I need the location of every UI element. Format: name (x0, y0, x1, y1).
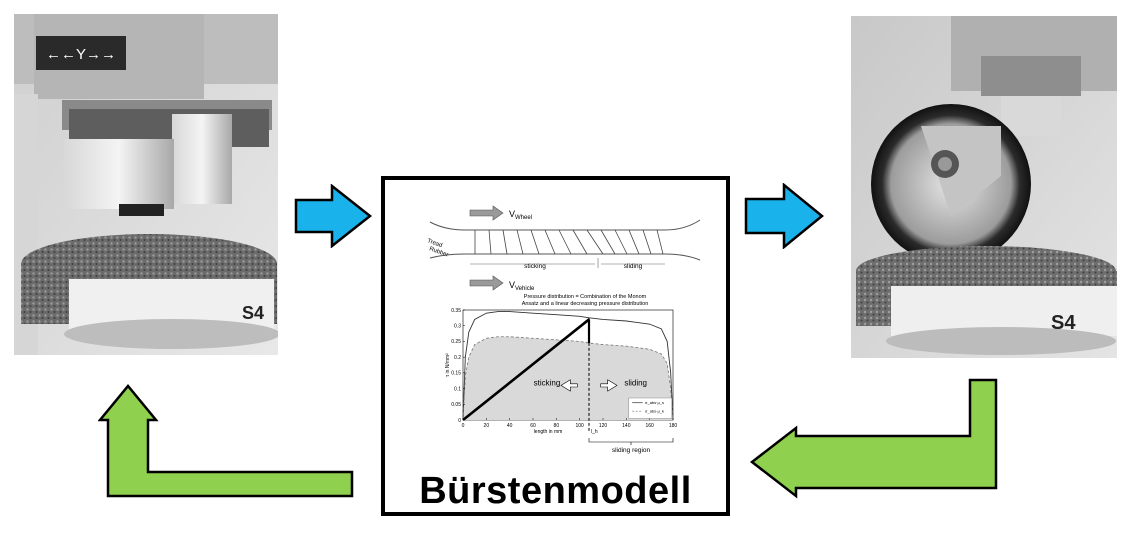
v-vehicle-sub: Vehicle (515, 286, 535, 292)
legend-label-0: σ_abs·μ_s (645, 400, 664, 405)
y-tick-label: 0.05 (451, 402, 461, 408)
v-wheel-arrow (469, 205, 504, 221)
x-tick-label: 100 (575, 423, 584, 429)
schematic-sliding-label: sliding (624, 263, 643, 270)
y-tick-label: 0 (458, 418, 461, 424)
y-tick-label: 0.35 (451, 308, 461, 314)
pressure-distribution-chart: length in mm τ in N/mm² l_h 0 20 40 60 80 100 12… (445, 308, 678, 454)
sliding-arrow-icon (600, 379, 618, 392)
v-vehicle-label: V (509, 280, 515, 290)
v-wheel-sub: Wheel (515, 215, 532, 221)
x-tick-label: 180 (669, 423, 678, 429)
tread-schematic: VWheel Tread Rubber sticking sliding VVe… (426, 205, 701, 292)
x-tick-label: 80 (554, 423, 560, 429)
bristle-lines (474, 229, 664, 255)
test-rig-flat-specimen-image: ←←Y→→ S4 (14, 14, 278, 355)
green-arrow-center-to-left (98, 384, 354, 498)
series-line-0 (462, 311, 674, 421)
schematic-sticking-label: sticking (524, 263, 546, 270)
shaded-region (463, 336, 673, 420)
chart-title-line1: Pressure distribution = Combination of t… (523, 294, 647, 300)
series-line-1 (462, 336, 674, 421)
x-tick-label: 140 (622, 423, 631, 429)
legend-label-1: σ_abs·μ_k (645, 409, 664, 414)
y-tick-label: 0.3 (454, 324, 461, 330)
brush-model-panel: VWheel Tread Rubber sticking sliding VVe… (381, 176, 730, 516)
y-tick-label: 0.2 (454, 355, 461, 361)
legend-box (628, 397, 673, 419)
left-photo-test-rig: ←←Y→→ S4 (14, 14, 278, 355)
display-label: ←←Y→→ (46, 46, 116, 63)
sliding-region-bracket (588, 438, 674, 443)
y-axis-label: τ in N/mm² (445, 353, 451, 377)
x-tick-label: 160 (645, 423, 654, 429)
tread-label-1: Tread (426, 238, 443, 249)
sticking-annotation: sticking (534, 378, 561, 387)
blue-arrow-left-to-center (294, 184, 372, 248)
x-tick-label: 0 (462, 423, 465, 429)
y-tick-label: 0.1 (454, 386, 461, 392)
x-tick-label: 60 (530, 423, 536, 429)
y-tick-label: 0.15 (451, 371, 461, 377)
svg-text:S4: S4 (242, 303, 264, 323)
green-arrow-right-to-center (749, 378, 998, 499)
series-line-2 (462, 318, 590, 422)
sliding-region-label: sliding region (612, 447, 651, 454)
right-photo-test-rig-wheel: S4 (851, 16, 1117, 358)
svg-text:VWheel: VWheel (509, 209, 532, 221)
svg-text:VVehicle: VVehicle (509, 280, 535, 292)
sliding-annotation: sliding (624, 378, 647, 387)
sliding-start-marker-label: l_h (591, 429, 598, 435)
v-vehicle-arrow (469, 275, 504, 291)
x-tick-label: 120 (599, 423, 608, 429)
test-rig-wheel-image: S4 (851, 16, 1117, 358)
x-axis-label: length in mm (534, 429, 563, 435)
wheel-photo-stamp: S4 (1051, 312, 1076, 334)
x-tick-label: 40 (507, 423, 513, 429)
sliding-shaded-area (463, 336, 673, 420)
model-title: Bürstenmodell (419, 470, 692, 512)
sticking-arrow-icon (560, 379, 578, 392)
v-wheel-label: V (509, 209, 515, 219)
chart-title-line2: Ansatz and a linear decreasing pressure … (521, 301, 649, 307)
x-tick-label: 20 (484, 423, 490, 429)
blue-arrow-center-to-right (744, 183, 824, 249)
y-tick-label: 0.25 (451, 339, 461, 345)
